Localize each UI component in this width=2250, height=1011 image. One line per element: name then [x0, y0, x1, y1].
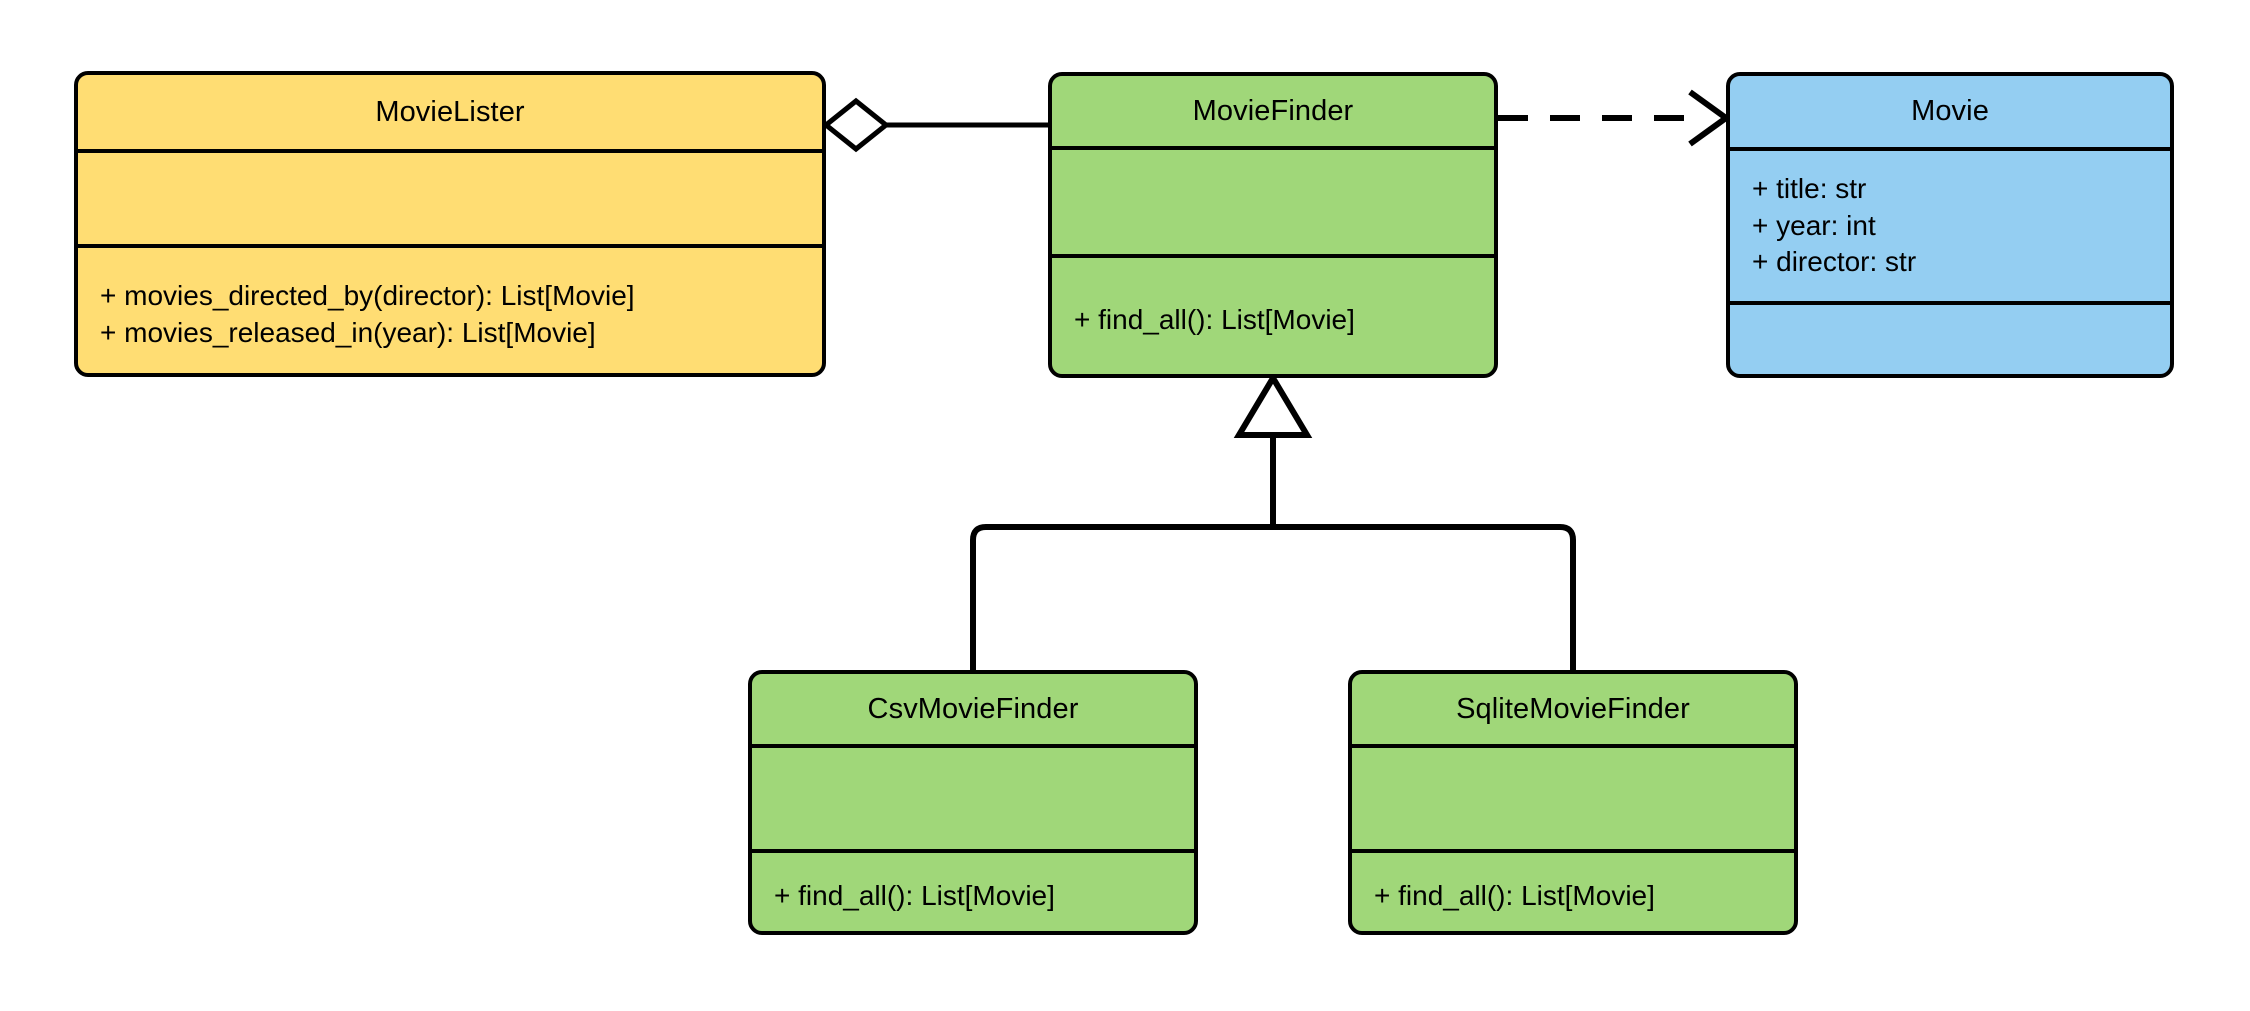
attributes-compartment-movie-lister: [78, 149, 822, 244]
class-box-csv-movie-finder[interactable]: CsvMovieFinder + find_all(): List[Movie]: [748, 670, 1198, 935]
class-name-movie-lister: MovieLister: [375, 95, 525, 128]
method-item: + movies_directed_by(director): List[Mov…: [100, 279, 635, 311]
method-item: + find_all(): List[Movie]: [1374, 879, 1655, 911]
attributes-compartment-movie-finder: [1052, 146, 1494, 254]
attributes-compartment-sqlite-movie-finder: [1352, 744, 1794, 849]
attributes-compartment-csv-movie-finder: [752, 744, 1194, 849]
class-box-movie-lister[interactable]: MovieLister + movies_directed_by(directo…: [74, 71, 826, 377]
aggregation-edge-lister-finder: [821, 97, 1048, 153]
methods-compartment-sqlite-movie-finder: + find_all(): List[Movie]: [1352, 849, 1794, 931]
methods-compartment-csv-movie-finder: + find_all(): List[Movie]: [752, 849, 1194, 931]
method-item: + movies_released_in(year): List[Movie]: [100, 316, 596, 348]
methods-compartment-movie-lister: + movies_directed_by(director): List[Mov…: [78, 244, 822, 373]
methods-compartment-movie-finder: + find_all(): List[Movie]: [1052, 254, 1494, 374]
hollow-diamond-icon: [821, 97, 891, 153]
class-box-movie[interactable]: Movie + title: str + year: int + directo…: [1726, 72, 2174, 378]
class-name-csv-movie-finder: CsvMovieFinder: [867, 692, 1079, 725]
class-name-movie: Movie: [1911, 95, 1989, 127]
method-item: + find_all(): List[Movie]: [1074, 303, 1355, 335]
class-box-sqlite-movie-finder[interactable]: SqliteMovieFinder + find_all(): List[Mov…: [1348, 670, 1798, 935]
method-item: + find_all(): List[Movie]: [774, 879, 1055, 911]
open-arrow-icon: [1688, 89, 1732, 147]
generalization-rail: [970, 524, 1576, 670]
class-name-sqlite-movie-finder: SqliteMovieFinder: [1456, 692, 1690, 725]
class-name-movie-finder: MovieFinder: [1192, 94, 1354, 127]
attributes-compartment-movie: + title: str + year: int + director: str: [1730, 147, 2170, 301]
class-box-movie-finder[interactable]: MovieFinder + find_all(): List[Movie]: [1048, 72, 1498, 378]
attribute-item: + year: int: [1752, 209, 1876, 241]
dependency-edge-finder-movie: [1498, 89, 1732, 147]
attribute-item: + director: str: [1752, 246, 1917, 278]
attribute-item: + title: str: [1752, 172, 1867, 204]
methods-compartment-movie: [1730, 301, 2170, 374]
generalization-edge-tree: [970, 372, 1576, 670]
hollow-triangle-icon: [1233, 372, 1313, 438]
